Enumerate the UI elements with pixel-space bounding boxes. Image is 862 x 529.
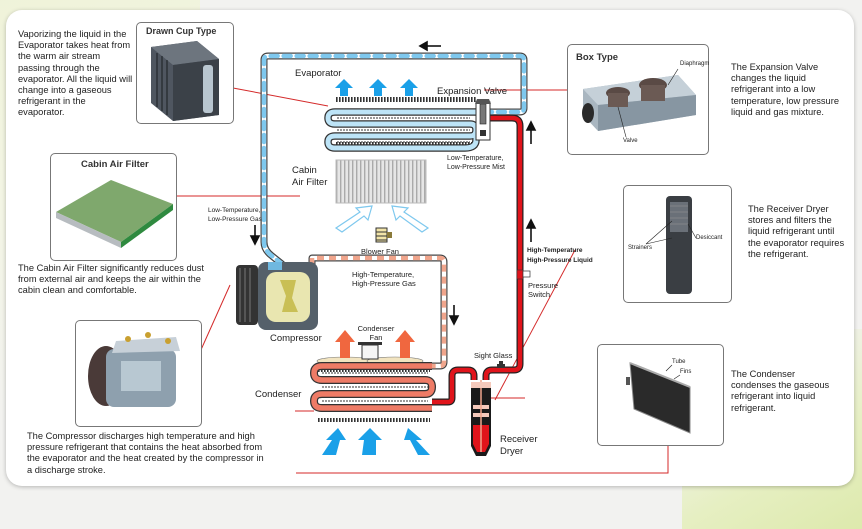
low-pressure-line xyxy=(260,52,528,268)
callout-evaporator xyxy=(232,87,329,107)
callout-strainers: Strainers xyxy=(628,245,653,251)
callout-desiccant: Desiccant xyxy=(696,235,723,241)
evaporator-coil xyxy=(324,97,488,152)
state-low-temp-mist: Low-Temperature, Low-Pressure Mist xyxy=(447,155,505,171)
cabin-air-filter-inset: Cabin Air Filter xyxy=(50,153,177,261)
expansion-valve-label: Expansion Valve xyxy=(437,86,508,97)
flow-arrow-down-icon xyxy=(448,305,460,326)
state-high-temp-gas: High-Temperature, High-Pressure Gas xyxy=(352,270,416,288)
warm-air-arrows xyxy=(335,330,415,358)
cabin-air-filter-label: Cabin Air Filter xyxy=(292,165,328,188)
cool-air-arrow xyxy=(404,428,430,455)
condenser-description: The Condenser condenses the gaseous refr… xyxy=(731,369,830,413)
state-low-temp-gas: Low-Temperature, Low-Pressure Gas xyxy=(208,207,262,223)
callout-fins: Fins xyxy=(680,369,692,375)
expansion-valve-description: The Expansion Valve changes the liquid r… xyxy=(731,62,839,117)
condenser-inset: Tube Fins xyxy=(597,344,724,446)
sight-glass-icon xyxy=(497,361,505,368)
compressor-inset xyxy=(75,320,202,427)
callout-diaphragm: Diaphragm xyxy=(680,61,710,67)
compressor-label: Compressor xyxy=(270,333,322,344)
cool-air-arrow xyxy=(358,428,382,455)
state-high-temp-liquid: High-Temperature High-Pressure Liquid xyxy=(527,247,593,264)
compressor-icon xyxy=(236,262,318,330)
warm-air-arrow xyxy=(395,330,415,358)
cabin-air-filter-image xyxy=(56,180,173,248)
compressor-description: The Compressor discharges high temperatu… xyxy=(27,431,264,475)
condenser-label: Condenser xyxy=(255,389,302,400)
cool-air-arrow xyxy=(335,79,353,96)
evaporator-inset: Drawn Cup Type xyxy=(136,22,234,124)
box-type-valve-image xyxy=(582,68,696,138)
flow-arrow-left-icon xyxy=(418,40,441,52)
callout-compressor xyxy=(199,284,231,353)
expansion-valve-inset: Box Type Diaphragm Valve xyxy=(567,44,709,155)
callout-receiver-dryer xyxy=(494,249,576,401)
cool-air-arrows xyxy=(335,79,418,96)
callout-lines xyxy=(176,87,669,474)
drawn-cup-evaporator-image xyxy=(151,41,219,121)
evaporator-label: Evaporator xyxy=(295,68,342,79)
pressure-switch-label: Pressure Switch xyxy=(528,281,559,299)
high-pressure-gas-line xyxy=(308,254,448,370)
receiver-dryer-image xyxy=(645,196,697,294)
sight-glass-label: Sight Glass xyxy=(474,351,513,360)
condenser-cool-air-arrows xyxy=(322,428,430,455)
warm-air-arrow xyxy=(335,330,355,358)
callout-tube: Tube xyxy=(672,359,686,365)
high-pressure-liquid-line xyxy=(432,114,524,406)
flow-arrow-up-icon xyxy=(525,218,537,242)
evaporator-inset-title: Drawn Cup Type xyxy=(146,26,217,36)
cabin-air-filter-inset-title: Cabin Air Filter xyxy=(81,159,149,170)
pressure-switch-icon xyxy=(516,269,531,280)
cabin-air-filter-element xyxy=(335,159,427,204)
blower-fan-icon xyxy=(375,227,392,243)
expansion-valve-icon xyxy=(475,99,491,141)
blower-air-arrows xyxy=(334,205,430,233)
cool-air-arrow xyxy=(369,79,387,96)
expansion-valve-inset-title: Box Type xyxy=(576,52,619,63)
flow-arrow-up-icon xyxy=(525,120,537,144)
condenser-fan-label: Condenser Fan xyxy=(357,324,395,342)
blower-air-arrow xyxy=(391,205,430,233)
condenser-image xyxy=(626,362,691,434)
compressor-cutaway-image xyxy=(88,332,180,407)
refrigerant-cycle-schematic xyxy=(176,40,669,474)
cabin-air-filter-description: The Cabin Air Filter significantly reduc… xyxy=(18,263,205,296)
receiver-dryer-description: The Receiver Dryer stores and filters th… xyxy=(748,204,845,259)
receiver-dryer-inset: Strainers Desiccant xyxy=(623,185,732,303)
receiver-dryer-icon xyxy=(471,380,491,456)
evaporator-description: Vaporizing the liquid in the Evaporator … xyxy=(18,29,133,118)
cool-air-arrow xyxy=(322,428,346,455)
condenser-coil xyxy=(310,362,436,422)
cool-air-arrow xyxy=(400,79,418,96)
flow-arrow-down-icon xyxy=(249,225,261,246)
flow-arrows xyxy=(249,40,537,326)
blower-air-arrow xyxy=(334,205,373,233)
callout-valve: Valve xyxy=(623,138,638,144)
receiver-dryer-label: Receiver Dryer xyxy=(500,434,538,457)
callout-condenser xyxy=(296,445,669,474)
blower-fan-label: Blower Fan xyxy=(361,247,399,256)
